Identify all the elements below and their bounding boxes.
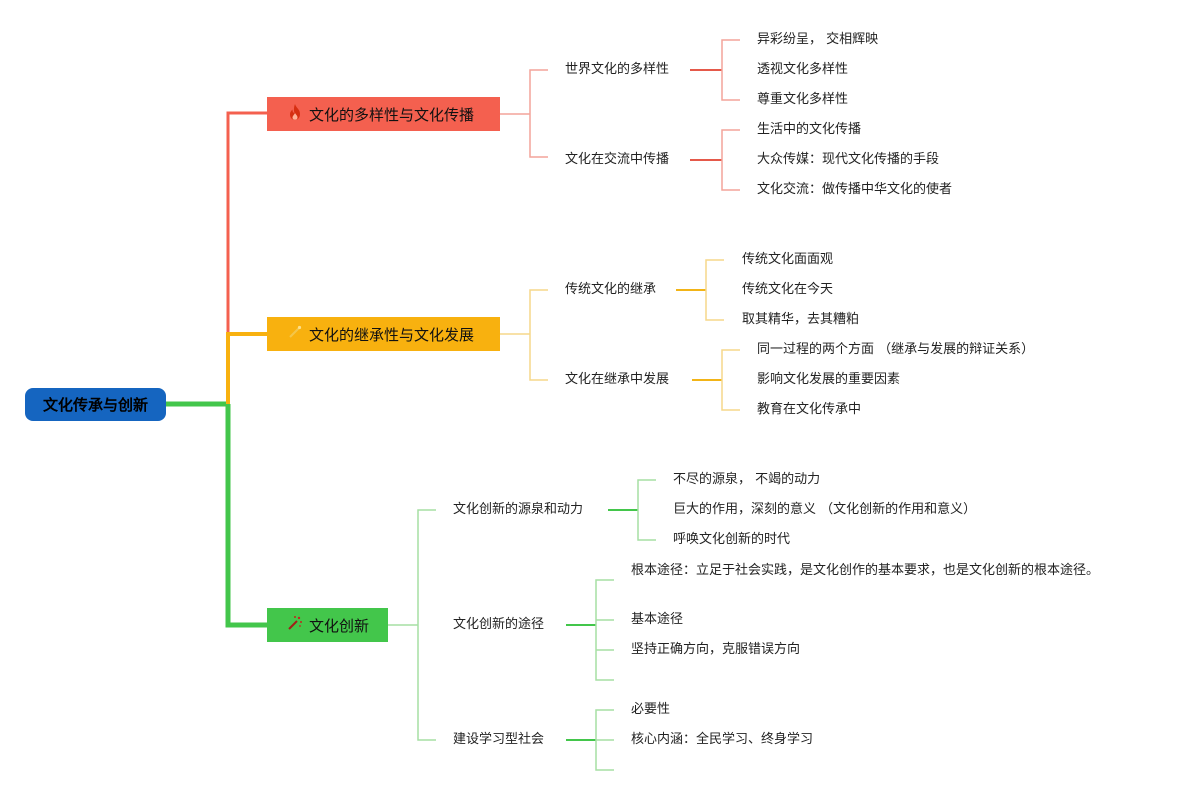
leaf-item[interactable]: 透视文化多样性	[757, 62, 849, 77]
leaf-item[interactable]: 文化交流：做传播中华文化的使者	[757, 182, 953, 197]
branch-node-diversity[interactable]: 文化的多样性与文化传播	[267, 97, 500, 131]
fire-icon	[283, 103, 307, 125]
sparkle-wand-icon	[283, 615, 307, 635]
leaf-item[interactable]: 传统文化在今天	[742, 282, 834, 297]
leaf-item[interactable]: 巨大的作用，深刻的意义 （文化创新的作用和意义）	[673, 502, 977, 517]
topic-innovation-source-and-power[interactable]: 文化创新的源泉和动力	[453, 502, 584, 517]
branch-label: 文化创新	[309, 616, 370, 635]
wand-icon	[283, 324, 307, 344]
branch-node-innovation[interactable]: 文化创新	[267, 608, 388, 642]
topic-world-culture-diversity[interactable]: 世界文化的多样性	[565, 62, 670, 77]
leaf-item[interactable]: 尊重文化多样性	[757, 92, 849, 107]
leaf-item[interactable]: 生活中的文化传播	[757, 122, 862, 137]
leaf-item[interactable]: 核心内涵：全民学习、终身学习	[631, 732, 814, 747]
root-node[interactable]: 文化传承与创新	[25, 388, 166, 421]
topic-development-in-inheritance[interactable]: 文化在继承中发展	[565, 372, 670, 387]
leaf-item[interactable]: 基本途径	[631, 612, 684, 627]
leaf-item[interactable]: 同一过程的两个方面 （继承与发展的辩证关系）	[757, 342, 1035, 357]
branch-label: 文化的多样性与文化传播	[309, 105, 475, 124]
leaf-item[interactable]: 必要性	[631, 702, 671, 717]
topic-traditional-culture-inheritance[interactable]: 传统文化的继承	[565, 282, 657, 297]
topic-culture-spread-in-exchange[interactable]: 文化在交流中传播	[565, 152, 670, 167]
leaf-item[interactable]: 坚持正确方向，克服错误方向	[631, 642, 801, 657]
leaf-item[interactable]: 根本途径：立足于社会实践，是文化创作的基本要求，也是文化创新的根本途径。	[631, 563, 1100, 578]
leaf-item[interactable]: 异彩纷呈， 交相辉映	[757, 32, 879, 47]
leaf-item[interactable]: 大众传媒：现代文化传播的手段	[757, 152, 940, 167]
leaf-item[interactable]: 呼唤文化创新的时代	[673, 532, 791, 547]
leaf-item[interactable]: 影响文化发展的重要因素	[757, 372, 901, 387]
leaf-item[interactable]: 传统文化面面观	[742, 252, 834, 267]
topic-learning-society[interactable]: 建设学习型社会	[453, 732, 545, 747]
root-label: 文化传承与创新	[42, 396, 148, 414]
topic-innovation-pathways[interactable]: 文化创新的途径	[453, 617, 545, 632]
branch-node-inheritance[interactable]: 文化的继承性与文化发展	[267, 317, 500, 351]
leaf-item[interactable]: 取其精华，去其糟粕	[742, 312, 860, 327]
leaf-item[interactable]: 不尽的源泉， 不竭的动力	[673, 472, 821, 487]
branch-label: 文化的继承性与文化发展	[309, 325, 475, 344]
leaf-item[interactable]: 教育在文化传承中	[757, 402, 862, 417]
